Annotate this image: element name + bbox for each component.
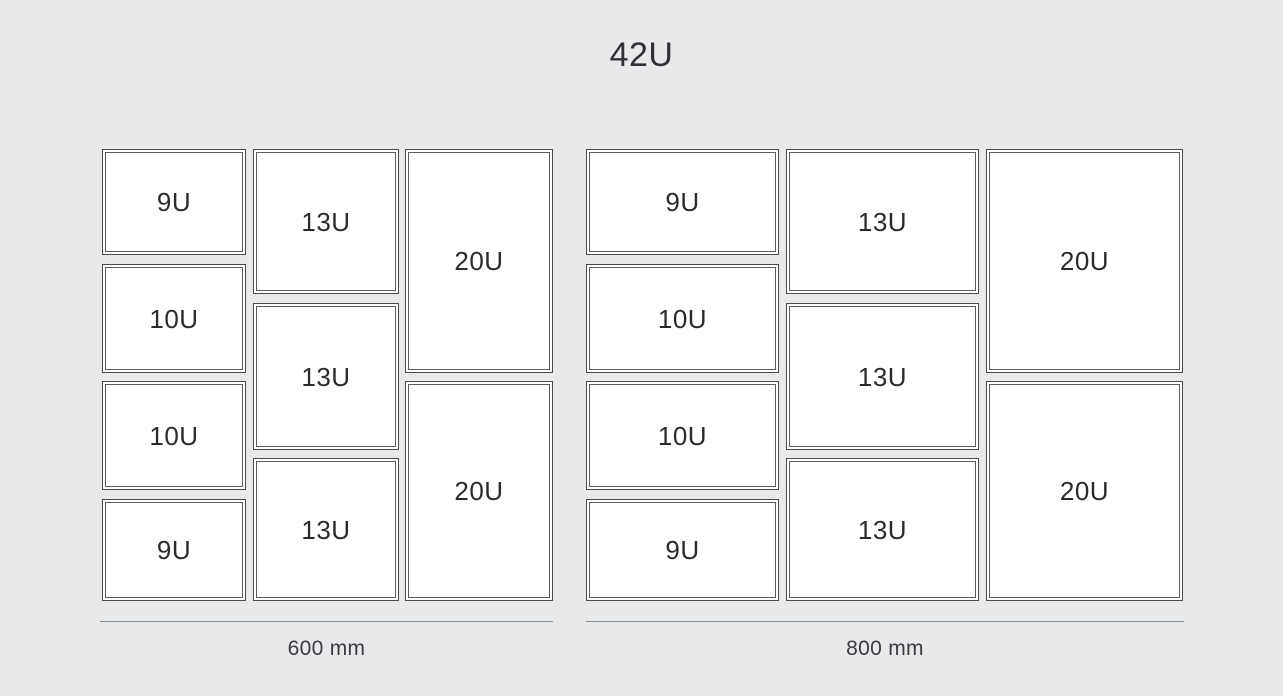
unit-box[interactable]: 13U: [253, 303, 399, 450]
unit-box[interactable]: 13U: [253, 458, 399, 601]
unit-box[interactable]: 10U: [586, 264, 779, 373]
unit-label: 13U: [857, 514, 908, 545]
unit-label: 9U: [156, 535, 192, 565]
unit-label: 20U: [454, 246, 504, 276]
unit-box[interactable]: 10U: [102, 381, 246, 490]
rack-columns: 9U 10U 10U 9U: [102, 149, 553, 601]
unit-box-inner: 9U: [589, 502, 776, 598]
rack-column-3: 20U 20U: [405, 149, 553, 601]
unit-box-inner: 13U: [789, 152, 976, 291]
unit-label: 10U: [149, 303, 199, 334]
unit-label: 9U: [665, 535, 700, 565]
rack-column-1: 9U 10U 10U 9U: [102, 149, 246, 601]
unit-box[interactable]: 9U: [586, 499, 779, 601]
unit-box-inner: 9U: [105, 152, 243, 252]
unit-box-inner: 9U: [105, 502, 243, 598]
unit-box[interactable]: 20U: [405, 381, 553, 601]
unit-box[interactable]: 13U: [253, 149, 399, 294]
unit-label: 20U: [454, 476, 504, 506]
unit-label: 13U: [857, 361, 908, 392]
unit-box-inner: 10U: [589, 267, 776, 370]
unit-label: 10U: [657, 303, 708, 334]
rack-column-2: 13U 13U 13U: [786, 149, 979, 601]
rack-column-1: 9U 10U 10U 9U: [586, 149, 779, 601]
unit-box-inner: 13U: [789, 461, 976, 598]
unit-box-inner: 20U: [989, 152, 1180, 370]
unit-box[interactable]: 13U: [786, 458, 979, 601]
unit-label: 10U: [657, 420, 708, 451]
unit-box-inner: 13U: [256, 461, 396, 598]
unit-label: 13U: [857, 206, 908, 237]
unit-box-inner: 20U: [989, 384, 1180, 598]
dimension-label-600mm: 600 mm: [287, 637, 366, 660]
unit-box[interactable]: 10U: [586, 381, 779, 490]
rack-columns: 9U 10U 10U 9U: [586, 149, 1183, 601]
dimension-rule-600mm: [100, 621, 553, 622]
unit-box[interactable]: 9U: [102, 499, 246, 601]
unit-box[interactable]: 13U: [786, 303, 979, 450]
unit-box-inner: 13U: [789, 306, 976, 447]
unit-box-inner: 13U: [256, 306, 396, 447]
unit-box[interactable]: 9U: [102, 149, 246, 255]
dimension-rule-800mm: [586, 621, 1184, 622]
unit-box-inner: 20U: [408, 152, 550, 370]
unit-label: 20U: [1059, 476, 1110, 506]
unit-box-inner: 9U: [589, 152, 776, 252]
dimension-label-800mm: 800 mm: [846, 637, 924, 660]
unit-box[interactable]: 10U: [102, 264, 246, 373]
unit-label: 13U: [301, 206, 351, 237]
unit-label: 9U: [665, 187, 700, 217]
unit-label: 10U: [149, 420, 199, 451]
unit-box[interactable]: 20U: [986, 381, 1183, 601]
unit-label: 13U: [301, 361, 351, 392]
unit-box[interactable]: 13U: [786, 149, 979, 294]
unit-label: 13U: [301, 514, 351, 545]
unit-label: 9U: [156, 187, 192, 217]
rack-column-2: 13U 13U 13U: [253, 149, 399, 601]
unit-box[interactable]: 20U: [986, 149, 1183, 373]
page-title: 42U: [609, 36, 674, 74]
unit-box-inner: 20U: [408, 384, 550, 598]
unit-box-inner: 10U: [105, 267, 243, 370]
unit-box[interactable]: 9U: [586, 149, 779, 255]
rack-column-3: 20U 20U: [986, 149, 1183, 601]
unit-box-inner: 10U: [589, 384, 776, 487]
rack-group-800mm: 9U 10U 10U 9U: [586, 149, 1183, 601]
unit-box[interactable]: 20U: [405, 149, 553, 373]
unit-box-inner: 10U: [105, 384, 243, 487]
unit-label: 20U: [1059, 246, 1110, 276]
rack-group-600mm: 9U 10U 10U 9U: [102, 149, 553, 601]
unit-box-inner: 13U: [256, 152, 396, 291]
